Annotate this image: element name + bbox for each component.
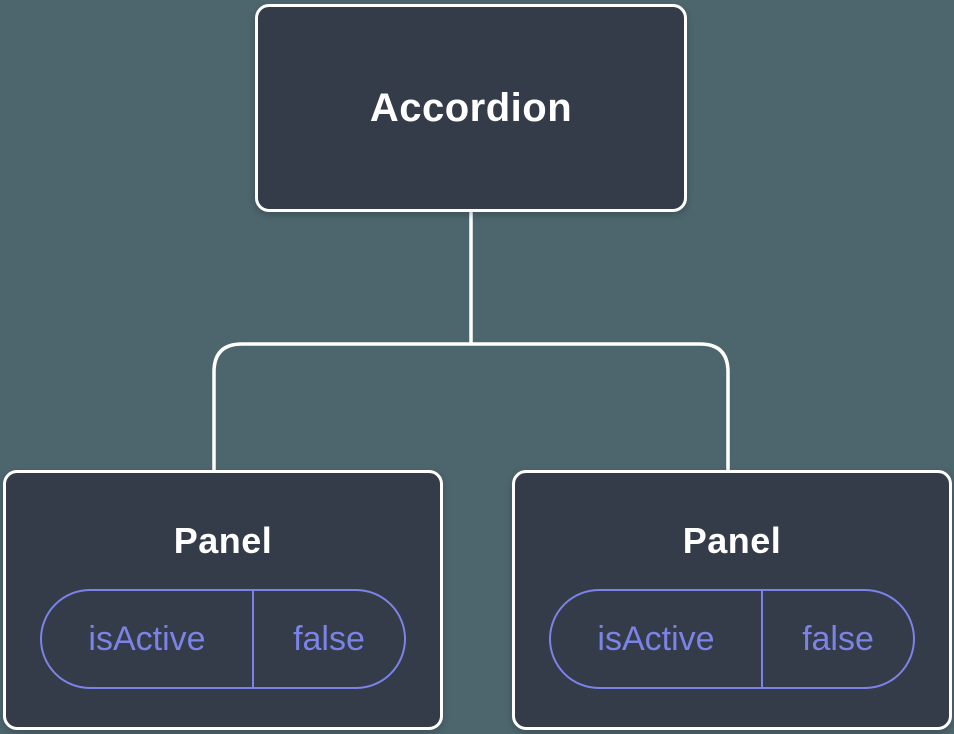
state-prop-name: isActive	[551, 591, 763, 687]
node-accordion-label: Accordion	[369, 85, 573, 130]
state-pill: isActive false	[549, 589, 915, 689]
node-panel-right-label: Panel	[682, 520, 782, 561]
node-accordion: Accordion	[255, 4, 687, 212]
connector-branch	[212, 342, 730, 472]
node-panel-right: Panel isActive false	[512, 470, 952, 730]
state-pill: isActive false	[40, 589, 406, 689]
state-prop-name: isActive	[42, 591, 254, 687]
state-prop-value: false	[293, 619, 365, 658]
node-panel-left-label: Panel	[173, 520, 273, 561]
state-prop-value: false	[802, 619, 874, 658]
node-panel-left: Panel isActive false	[3, 470, 443, 730]
